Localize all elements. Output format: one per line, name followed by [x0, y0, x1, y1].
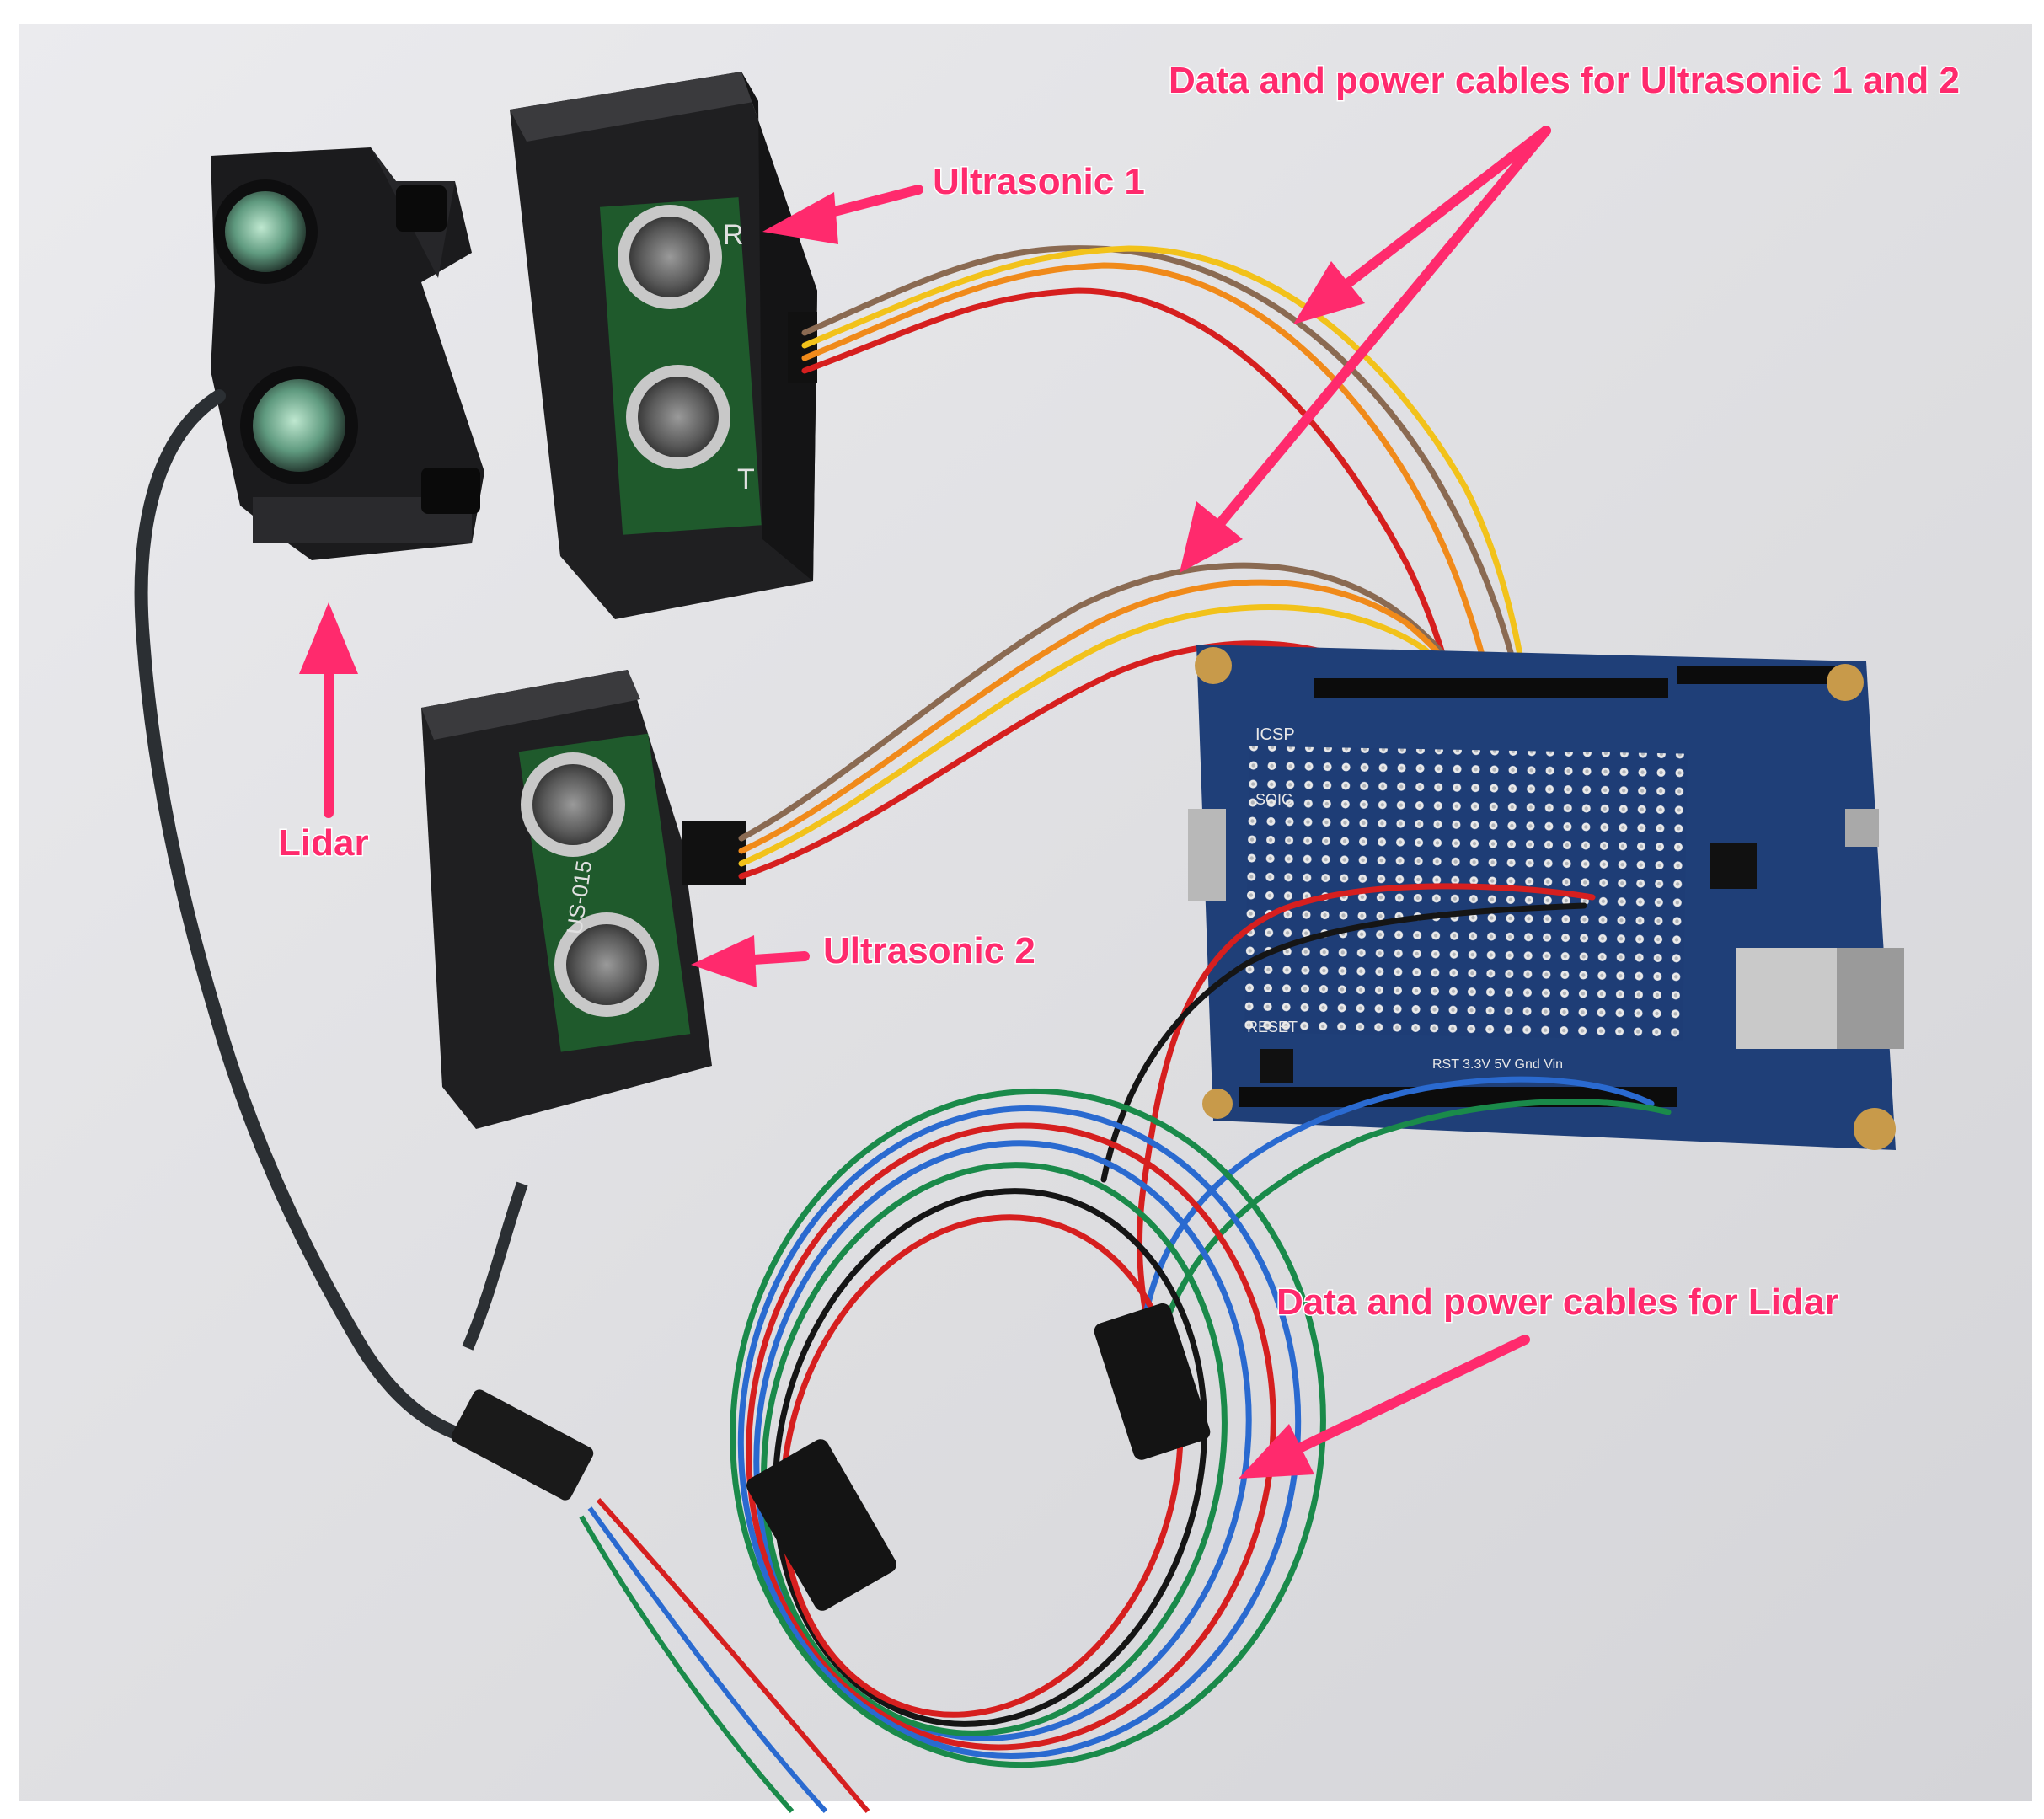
arrow-icon — [1180, 501, 1243, 573]
ultrasonic-1-receiver-mark: R — [723, 219, 744, 251]
ultrasonic-2-sensor: US-015 — [421, 670, 746, 1129]
arrow-icon — [1239, 1424, 1314, 1479]
microcontroller-board: ICSP SOIC RESET RST 3.3V 5V Gnd Vin — [1188, 645, 1904, 1150]
arrow-icon — [762, 192, 838, 244]
lidar-label: Lidar — [278, 822, 369, 864]
lidar-cables-label: Data and power cables for Lidar — [1276, 1281, 1839, 1323]
ultrasonic-1-transmitter-mark: T — [737, 463, 755, 495]
coil-tape-2 — [746, 1439, 896, 1611]
board-pin-labels: RST 3.3V 5V Gnd Vin — [1432, 1057, 1563, 1072]
board-icsp-label: ICSP — [1255, 725, 1295, 744]
callout-arrows — [299, 126, 1551, 1479]
coil-tape-1 — [1094, 1303, 1211, 1460]
arrow-icon — [691, 935, 757, 987]
arrow-icon — [1293, 261, 1365, 324]
ultrasonic-2-label: Ultrasonic 2 — [823, 930, 1035, 971]
ultrasonic-1-label: Ultrasonic 1 — [933, 161, 1145, 202]
lidar-cable — [134, 389, 487, 1447]
board-soic-label: SOIC — [1255, 791, 1292, 808]
ultrasonic-1-sensor: R T — [510, 72, 817, 619]
ultrasonic-cables-label: Data and power cables for Ultrasonic 1 a… — [1169, 60, 1960, 101]
lidar-sensor — [211, 147, 484, 560]
lidar-connector — [451, 1389, 594, 1501]
arrow-icon — [299, 602, 358, 674]
board-reset-label: RESET — [1247, 1019, 1298, 1035]
